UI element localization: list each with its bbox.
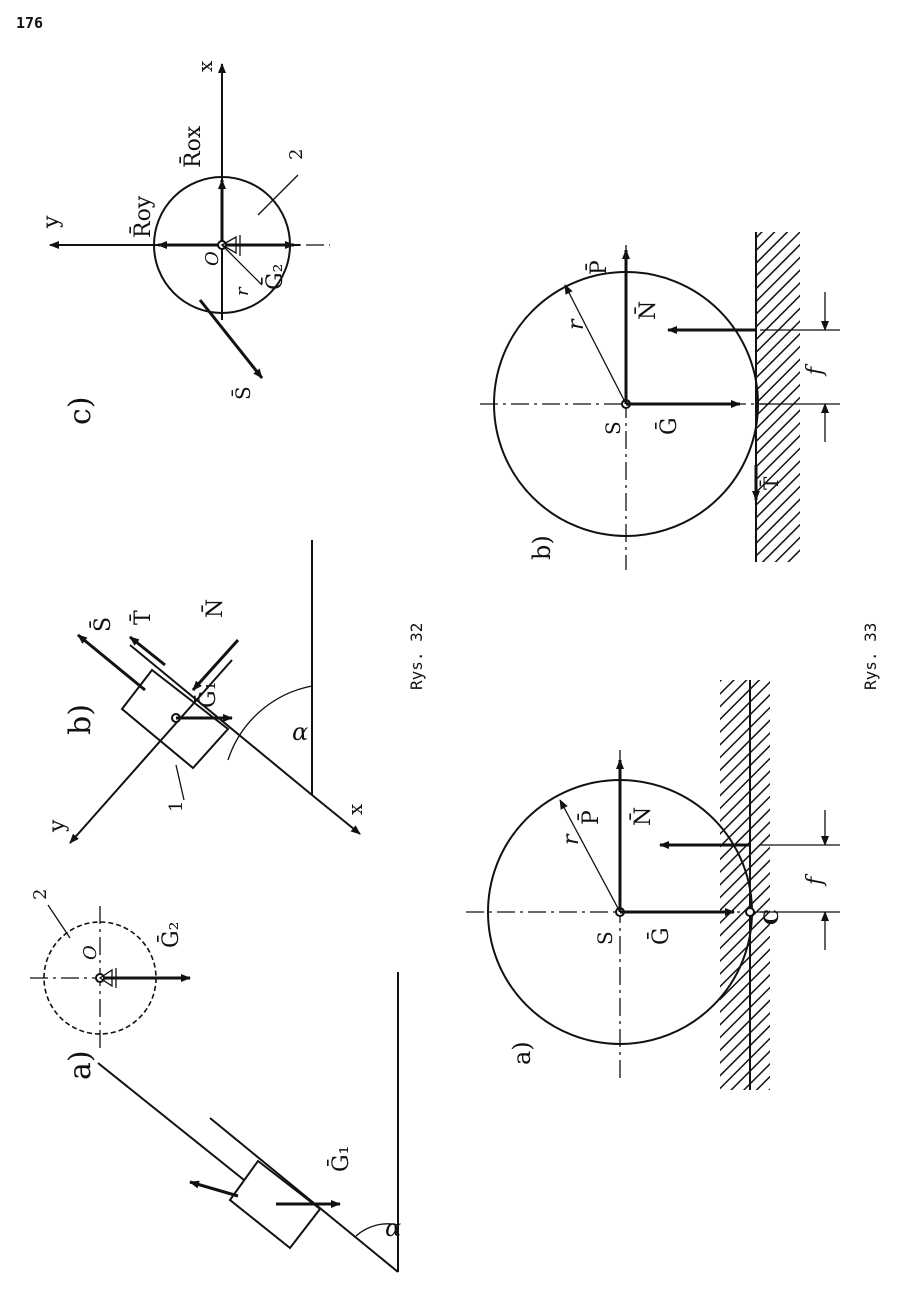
fig33-panel-b: b) P̄ Ḡ N̄ T̄ r S f xyxy=(480,232,840,570)
fig33a-tag: a) xyxy=(508,1041,536,1065)
fig32b-tag: b) xyxy=(63,704,98,735)
fig32c-G2-label: Ḡ₂ xyxy=(261,264,288,290)
fig33b-N-label: N̄ xyxy=(634,301,661,320)
fig32-caption: Rys. 32 xyxy=(407,623,426,690)
fig32-panel-c: c) x y R̄ox R̄oy Ḡ₂ O r S̄ 2 xyxy=(39,60,330,425)
angle-arc xyxy=(227,685,313,761)
fig32a-tag: a) xyxy=(63,1050,98,1080)
incline-line xyxy=(209,1117,399,1273)
angle-arc xyxy=(355,1223,399,1237)
force-arrow-icon xyxy=(191,638,240,692)
rope xyxy=(97,1062,245,1181)
page-number: 176 xyxy=(16,14,44,32)
fig33a-C-label: C xyxy=(759,909,783,925)
fig32b-alpha: α xyxy=(292,718,308,746)
fig32c-Rox-label: R̄ox xyxy=(179,125,206,168)
fig32b-S-label: S̄ xyxy=(89,617,116,632)
fig32a-body2: 2 xyxy=(30,889,51,900)
force-arrow-icon xyxy=(198,299,264,379)
fig32-panel-a: a) α Ḡ₁ Ḡ₂ O 2 xyxy=(30,889,401,1273)
fig33b-r-label: r xyxy=(564,318,589,330)
force-arrow-icon xyxy=(189,1180,239,1198)
fig32a-O-label: O xyxy=(80,945,101,960)
fig32c-body2: 2 xyxy=(286,149,307,160)
fig33a-S-label: S xyxy=(593,931,617,945)
fig33b-S-label: S xyxy=(601,421,625,435)
fig32a-alpha: α xyxy=(385,1214,401,1242)
fig32b-G1-label: Ḡ₁ xyxy=(194,682,221,708)
fig32a-G1-label: Ḡ₁ xyxy=(327,1146,354,1172)
hatched-ground-icon xyxy=(756,232,800,562)
fig32b-T-label: T̄ xyxy=(129,610,156,625)
fig33-panel-a: a) P̄ Ḡ N̄ r S C f xyxy=(466,680,840,1090)
fig32c-S-label: S̄ xyxy=(230,386,255,400)
fig33-caption: Rys. 33 xyxy=(861,623,880,690)
fig33b-T-label: T̄ xyxy=(758,476,783,490)
fig32c-x-label: x xyxy=(193,60,217,72)
fig32c-O-label: O xyxy=(202,251,223,266)
fig33b-tag: b) xyxy=(528,535,556,560)
fig32c-y-label: y xyxy=(39,215,64,229)
fig32b-y-label: y xyxy=(45,819,70,833)
force-arrow-icon xyxy=(129,635,166,667)
fig32b-N-label: N̄ xyxy=(201,599,228,618)
fig32c-Roy-label: R̄oy xyxy=(129,195,156,238)
fig32b-body1: 1 xyxy=(166,801,187,812)
fig33a-P-label: P̄ xyxy=(577,810,604,825)
block-1 xyxy=(120,668,230,770)
fig33a-f-label: f xyxy=(803,873,828,887)
fig33a-r-label: r xyxy=(559,833,584,845)
fig33a-G-label: Ḡ xyxy=(647,927,674,945)
fig32a-G2-label: Ḡ₂ xyxy=(157,922,184,948)
incline-line xyxy=(129,644,313,796)
y-axis xyxy=(69,659,233,844)
x-axis xyxy=(311,794,361,835)
hatched-ground-icon xyxy=(720,680,770,1090)
fig33b-P-label: P̄ xyxy=(585,260,612,275)
fig32-panel-b: b) x y α 1 S̄ T̄ N̄ Ḡ₁ xyxy=(45,540,367,844)
fig33b-G-label: Ḡ xyxy=(655,417,682,435)
fig33b-f-label: f xyxy=(803,363,828,377)
fig32b-x-label: x xyxy=(343,803,367,815)
force-arrow-icon xyxy=(77,633,146,692)
fig32c-tag: c) xyxy=(63,396,98,425)
fig33a-N-label: N̄ xyxy=(629,807,656,826)
fig32c-r-label: r xyxy=(232,286,253,296)
block-1 xyxy=(228,1159,322,1250)
